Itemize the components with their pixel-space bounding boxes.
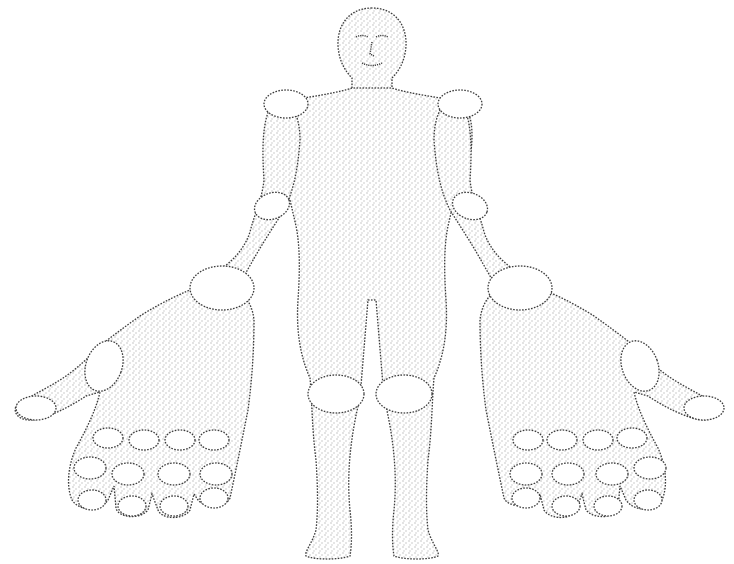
joint-right-mcp-4[interactable] bbox=[165, 430, 195, 450]
joint-right-mcp-5[interactable] bbox=[199, 430, 229, 450]
joint-left-dip-5[interactable] bbox=[512, 488, 540, 508]
joint-left-pip-2[interactable] bbox=[634, 457, 666, 479]
head bbox=[338, 8, 406, 95]
joint-right-dip-4[interactable] bbox=[160, 496, 188, 516]
joint-right-knee[interactable] bbox=[308, 375, 364, 413]
joint-left-pip-4[interactable] bbox=[552, 463, 584, 485]
joint-right-thumb-ip[interactable] bbox=[16, 396, 56, 420]
joint-left-dip-3[interactable] bbox=[594, 496, 622, 516]
joint-right-pip-5[interactable] bbox=[200, 463, 232, 485]
joint-left-wrist[interactable] bbox=[488, 266, 552, 310]
joint-right-dip-3[interactable] bbox=[118, 496, 146, 516]
joint-right-shoulder[interactable] bbox=[264, 90, 308, 118]
joint-left-shoulder[interactable] bbox=[438, 90, 482, 118]
joint-left-mcp-3[interactable] bbox=[583, 430, 613, 450]
joint-right-wrist[interactable] bbox=[190, 266, 254, 310]
joint-left-thumb-ip[interactable] bbox=[684, 396, 724, 420]
joint-left-pip-3[interactable] bbox=[596, 463, 628, 485]
joint-right-dip-5[interactable] bbox=[200, 488, 228, 508]
joint-right-mcp-3[interactable] bbox=[129, 430, 159, 450]
joint-left-dip-2[interactable] bbox=[634, 490, 662, 510]
joint-right-pip-4[interactable] bbox=[158, 463, 190, 485]
joint-left-knee[interactable] bbox=[376, 375, 432, 413]
joint-left-mcp-2[interactable] bbox=[617, 428, 647, 448]
joint-right-pip-3[interactable] bbox=[112, 463, 144, 485]
joint-right-mcp-2[interactable] bbox=[93, 428, 123, 448]
joint-left-dip-4[interactable] bbox=[552, 496, 580, 516]
joint-left-pip-5[interactable] bbox=[510, 463, 542, 485]
joint-right-dip-2[interactable] bbox=[78, 490, 106, 510]
joint-left-mcp-5[interactable] bbox=[513, 430, 543, 450]
joint-left-mcp-4[interactable] bbox=[547, 430, 577, 450]
joint-right-pip-2[interactable] bbox=[74, 457, 106, 479]
